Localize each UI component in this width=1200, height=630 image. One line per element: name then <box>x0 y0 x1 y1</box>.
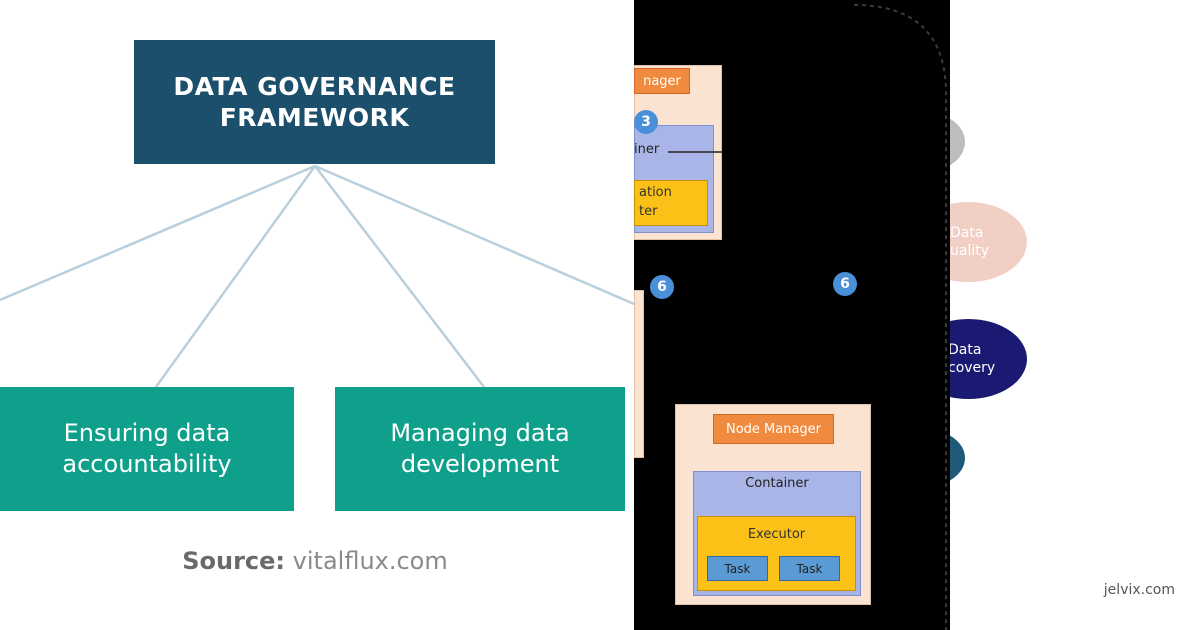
left-node-box <box>634 290 644 458</box>
connector-line <box>154 165 317 388</box>
framework-title-box: DATA GOVERNANCE FRAMEWORK <box>134 40 495 164</box>
data-discovery-bubble: Data covery <box>950 319 1027 399</box>
framework-panel: DATA GOVERNANCE FRAMEWORK Ensuring data … <box>0 40 634 575</box>
accountability-box: Ensuring data accountability <box>0 387 294 511</box>
top-app-line1: ation <box>639 185 672 200</box>
task-box: Task <box>779 556 840 581</box>
step-badge: 6 <box>650 275 674 299</box>
data-quality-bubble: Data uality <box>950 202 1027 282</box>
top-app-line2: ter <box>639 204 658 219</box>
container-label: Container <box>745 476 809 491</box>
source-site: vitalflux.com <box>292 547 448 575</box>
executor-label: Executor <box>747 527 806 542</box>
connector-line <box>314 165 485 388</box>
grey-bubble <box>950 113 965 171</box>
source-label: Source: <box>182 547 286 575</box>
step-badge: 6 <box>833 272 857 296</box>
node-manager-label: Node Manager <box>713 414 834 444</box>
development-box: Managing data development <box>335 387 625 511</box>
connector-line <box>314 164 634 306</box>
connector-lines <box>0 164 634 388</box>
top-container-label: iner <box>634 142 660 157</box>
data-practices-panel: Data uality Data covery jelvix.com <box>950 0 1200 630</box>
top-app-master-box: ation ter <box>634 180 708 226</box>
step-badge: 3 <box>634 110 658 134</box>
cluster-diagram-panel: nager 3 iner ation ter 6 6 Node Manager … <box>634 0 950 630</box>
task-box: Task <box>707 556 768 581</box>
credit-text: jelvix.com <box>1103 582 1175 598</box>
teal-bubble <box>950 430 965 486</box>
source-caption: Source: vitalflux.com <box>0 547 630 575</box>
connector-line <box>0 164 316 302</box>
top-node-manager-label: nager <box>634 68 690 94</box>
